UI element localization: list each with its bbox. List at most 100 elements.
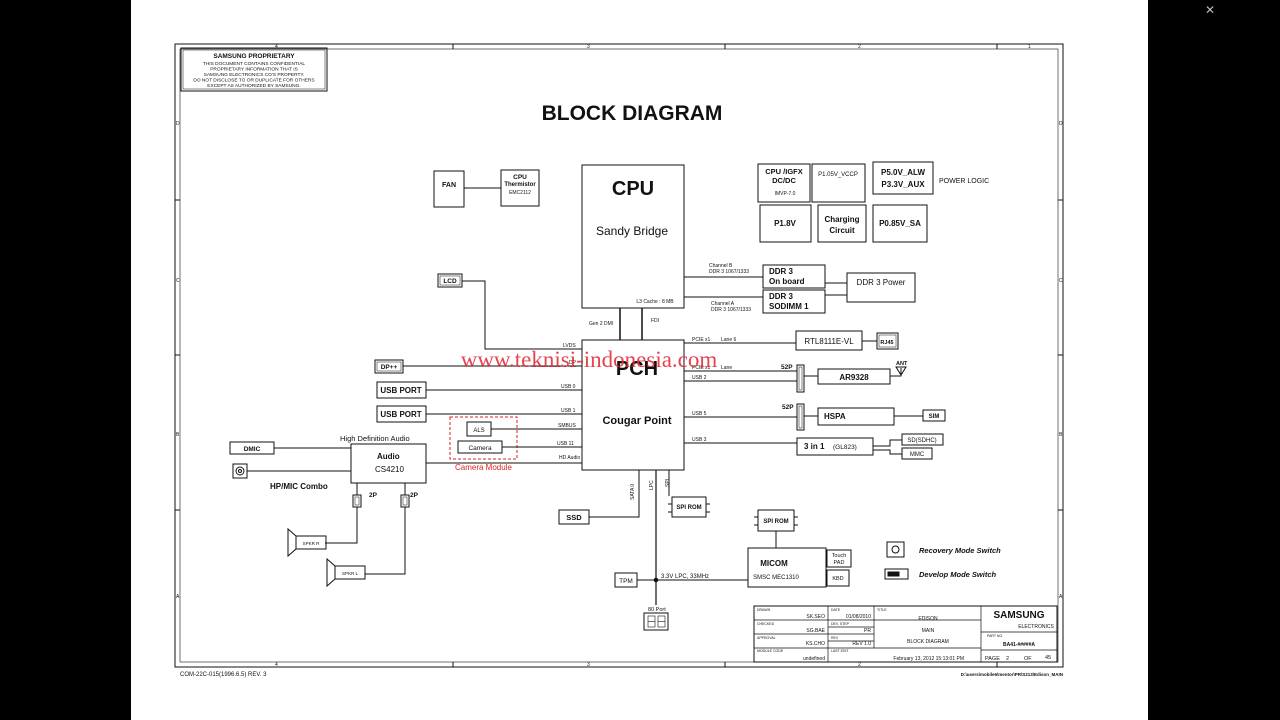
- ddr3-sodimm: [762, 289, 826, 314]
- schematic-page: 4 3 2 1 4 3 2 D C B A D C B A COM-22C-01…: [131, 0, 1148, 720]
- power-charging-l1: Charging: [824, 215, 859, 224]
- sim-label: SIM: [929, 414, 940, 420]
- proprietary-line: DO NOT DISCLOSE TO OR DUPLICATE FOR OTHE…: [193, 78, 314, 84]
- kbd-label: KBD: [832, 576, 843, 582]
- usb0-label: USB 0: [561, 384, 576, 390]
- frame-row-d-right: D: [1059, 121, 1063, 127]
- dp-label: DP: [569, 360, 577, 366]
- frame-row-c-right: C: [1059, 278, 1063, 284]
- tb-date-label: DATE: [831, 608, 841, 612]
- hspa-slot: [796, 403, 805, 431]
- rtl8111-label: RTL8111E-VL: [804, 337, 854, 346]
- tb-checked-label: CHECKED: [757, 622, 775, 626]
- hpmic-label: HP/MIC Combo: [270, 482, 328, 491]
- frame-row-d: D: [176, 121, 180, 127]
- spi-rom-1: [671, 496, 707, 518]
- port80-label: 80 Port: [648, 607, 666, 613]
- als-label: ALS: [473, 428, 484, 434]
- tb-company-sub: ELECTRONICS: [1018, 624, 1054, 630]
- tb-of: 45: [1045, 655, 1051, 661]
- audio-codec-l1: Audio: [377, 452, 400, 461]
- tb-module-label: MODULE CODE: [757, 649, 784, 653]
- tb-title-1: EDISON: [918, 616, 938, 622]
- sdhc-label: SD(SDHC): [907, 438, 936, 444]
- camera-module-outline: [449, 416, 518, 460]
- power-cpu-igfx-l2: DC/DC: [772, 176, 796, 185]
- cpu-subtitle: Sandy Bridge: [596, 224, 668, 238]
- cpu-block: [581, 164, 685, 309]
- port80-display: [643, 612, 669, 631]
- usb-port-1-label: USB PORT: [380, 386, 421, 395]
- sdhc-slot: [901, 433, 944, 446]
- power-p18-label: P1.8V: [774, 219, 796, 228]
- power-cpu-igfx-l3: IMVP-7.0: [775, 191, 796, 197]
- power-cpu-igfx-l1: CPU /IGFX: [765, 167, 803, 176]
- touchpad-block: [826, 549, 852, 568]
- power-p105-label: P1.05V_VCCP: [818, 172, 858, 178]
- spi-label: SPI: [665, 479, 671, 487]
- tb-module: undefined: [803, 656, 825, 662]
- power-p18: [759, 204, 812, 243]
- tb-partno-label: PART NO.: [987, 634, 1003, 638]
- develop-switch: [884, 568, 909, 580]
- tb-drawn-label: DRAWN: [757, 608, 771, 612]
- frame-row-c: C: [176, 278, 180, 284]
- usb3-label: USB 3: [692, 437, 707, 443]
- dp-connector-label: DP++: [381, 364, 398, 371]
- tb-rev-label: REV: [831, 636, 839, 640]
- close-icon[interactable]: ✕: [1204, 3, 1216, 17]
- tb-title-label: TITLE: [877, 608, 887, 612]
- proprietary-box: [180, 47, 328, 92]
- tpm-label: TPM: [619, 578, 633, 585]
- sim-slot: [922, 409, 946, 422]
- power-p50-l2: P3.3V_AUX: [881, 180, 925, 189]
- ssd-block: [558, 509, 590, 525]
- gen2-dmi-label: Gen 2 DMI: [589, 321, 613, 327]
- frame-row-a-right: A: [1059, 594, 1063, 600]
- usb2-label: USB 2: [692, 375, 707, 381]
- wlan-slot-label: 52P: [781, 364, 793, 371]
- lvds-label: LVDS: [563, 343, 576, 349]
- tb-checked: SG.BAE: [806, 628, 825, 634]
- fdi-label: FDI: [651, 318, 659, 324]
- tb-drawn: SK.SEO: [806, 614, 825, 620]
- channel-a-label: Channel A: [711, 301, 735, 307]
- sata0-label: SATA 0: [630, 484, 636, 500]
- usb5-label: USB 5: [692, 411, 707, 417]
- card-reader-l2: (GL823): [833, 444, 857, 451]
- ddr3-power: [846, 272, 916, 303]
- proprietary-title: SAMSUNG PROPRIETARY: [213, 53, 295, 60]
- rj45-label: RJ45: [880, 340, 893, 346]
- audio-jack: [232, 463, 248, 479]
- power-p085: [872, 204, 928, 243]
- thermistor-line1: CPU: [513, 174, 527, 181]
- power-p50-l1: P5.0V_ALW: [881, 168, 925, 177]
- frame-col-1: 1: [1028, 44, 1031, 50]
- tb-lastedit-label: LAST EDIT: [831, 649, 849, 653]
- hd-audio-label: HD Audio: [559, 455, 580, 461]
- hda-label: High Definition Audio: [340, 434, 410, 443]
- pch-subtitle: Cougar Point: [602, 415, 671, 427]
- file-path: D:\users\mobile6\mentor\PR\S213\Edison_M…: [961, 672, 1063, 677]
- tb-rev: REV 1.0: [852, 641, 871, 647]
- tb-partno: BA41-#####A: [1003, 642, 1035, 648]
- usb-port-2-label: USB PORT: [380, 410, 421, 419]
- frame-col-2: 2: [858, 44, 861, 50]
- touchpad-l2: PAD: [834, 560, 845, 566]
- tb-devstep-label: DEV. STEP: [831, 622, 850, 626]
- recovery-switch-label: Recovery Mode Switch: [919, 546, 1001, 555]
- power-p085-label: P0.85V_SA: [879, 219, 921, 228]
- camera-module-label: Camera Module: [455, 463, 512, 472]
- thermistor-block: [500, 169, 540, 207]
- frame-col-2-bottom: 2: [858, 662, 861, 668]
- tb-devstep: PR: [864, 628, 871, 634]
- frame-col-3: 3: [587, 44, 590, 50]
- proprietary-line: THIS DOCUMENT CONTAINS CONFIDENTIAL: [203, 61, 305, 67]
- spkr-l-connector-label: 2P: [410, 492, 419, 499]
- usb11-label: USB 11: [557, 441, 574, 447]
- ar9328-label: AR9328: [839, 373, 869, 382]
- spkr-l-label: SPKR L: [342, 571, 359, 576]
- drawing-frame: [174, 43, 1064, 668]
- form-code: COM-22C-015(1996.6.5) REV. 3: [180, 672, 267, 678]
- smbus-label: SMBUS: [558, 423, 576, 429]
